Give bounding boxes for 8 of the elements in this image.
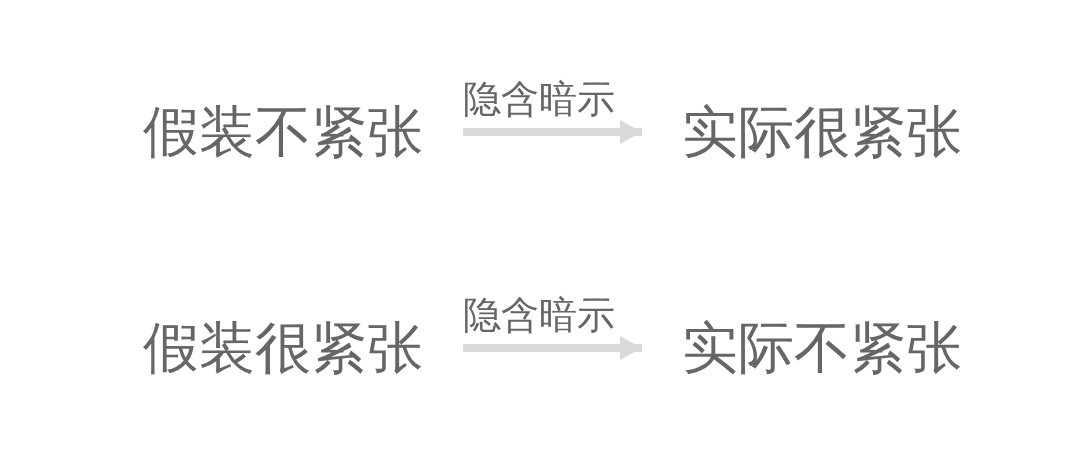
node-text: 假装很紧张: [143, 320, 423, 376]
node-text: 假装不紧张: [143, 104, 423, 160]
arrow: [463, 120, 642, 144]
node-text: 实际很紧张: [682, 104, 962, 160]
edge-label: 隐含暗示: [463, 296, 615, 334]
arrow: [463, 336, 642, 360]
node-text: 实际不紧张: [682, 320, 962, 376]
edge-label: 隐含暗示: [463, 80, 615, 118]
